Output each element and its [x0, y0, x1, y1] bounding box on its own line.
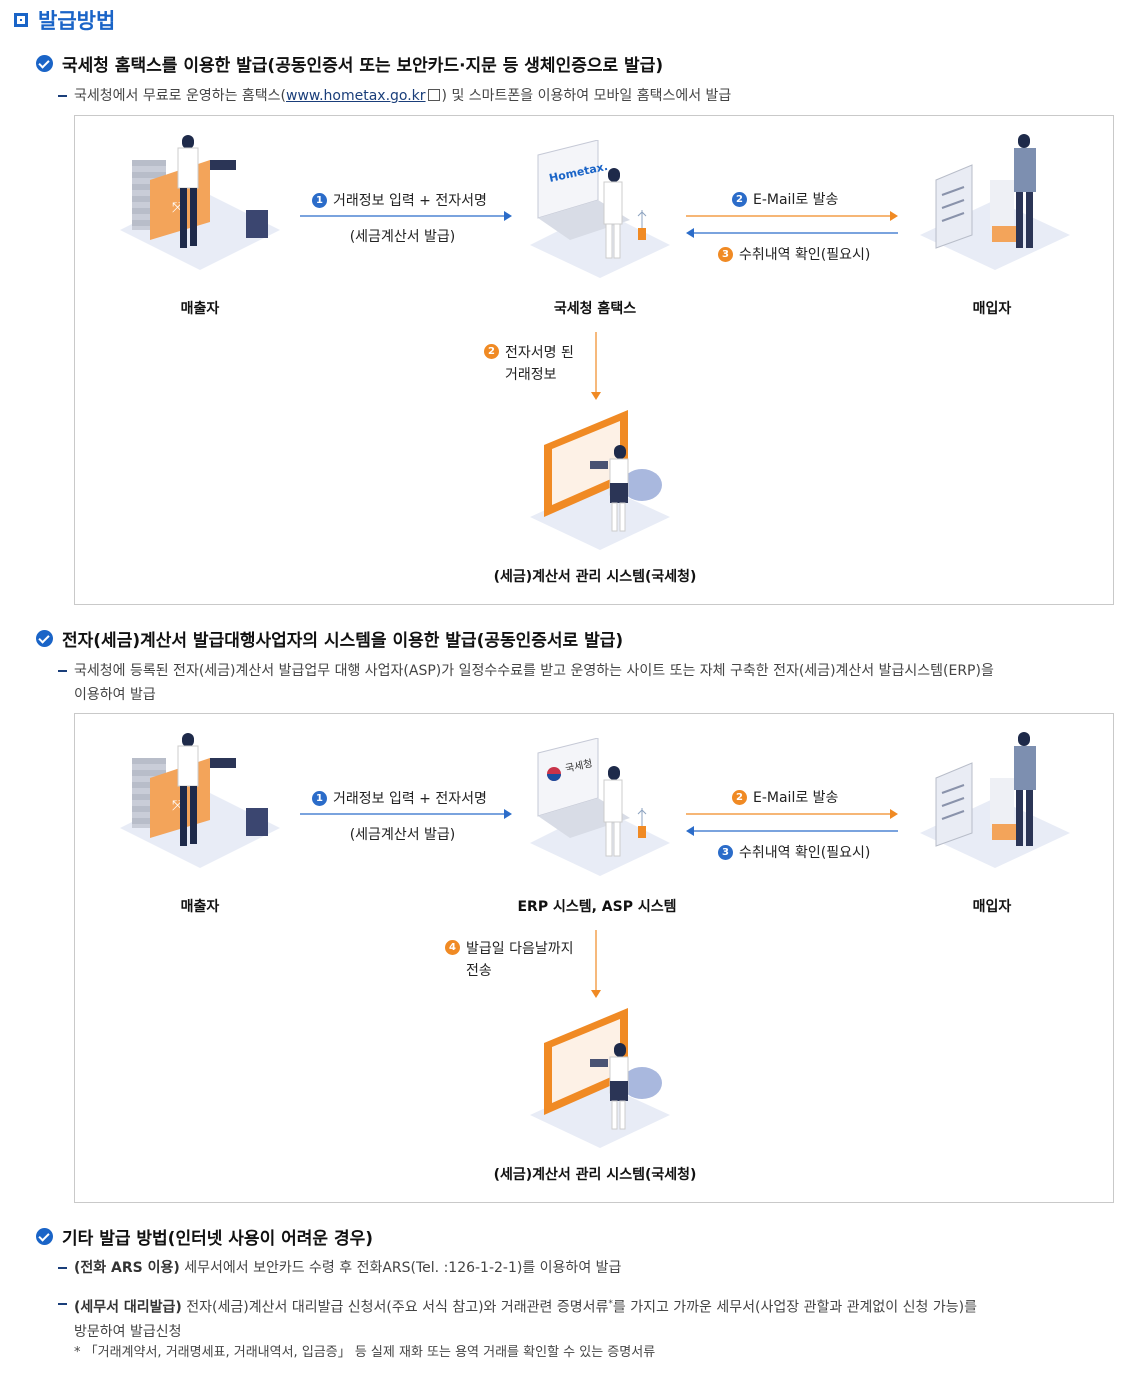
arrow-right-blue — [300, 211, 512, 221]
step-number-2-icon: 2 — [484, 344, 499, 359]
hometax-link[interactable]: www.hometax.go.kr — [286, 88, 426, 104]
step-number-2-icon: 2 — [732, 191, 747, 207]
external-link-icon[interactable] — [427, 89, 440, 101]
center-label: 국세청 홈택스 — [553, 301, 637, 317]
step3-label: 3 수취내역 확인(필요시) — [718, 244, 870, 264]
footnote: * 「거래계약서, 거래명세표, 거래내역서, 입금증」 등 실제 재화 또는 … — [74, 1345, 656, 1360]
arrow-down-orange — [591, 930, 601, 998]
section3-title: 기타 발급 방법(인터넷 사용이 어려운 경우) — [36, 1224, 373, 1249]
system-illustration — [530, 410, 670, 550]
step-number-2-icon: 2 — [732, 789, 747, 805]
step-number-3-icon: 3 — [718, 246, 733, 262]
step2-right-label: 2 E-Mail로 발송 — [732, 787, 838, 807]
buyer-illustration — [920, 732, 1070, 868]
dash-bullet-icon — [58, 1267, 67, 1269]
erp-screen-text: 국세청 — [564, 757, 594, 774]
system-illustration — [530, 1008, 670, 1148]
seller-label: 매출자 — [180, 899, 220, 915]
section1-desc: 국세청에서 무료로 운영하는 홈택스(www.hometax.go.kr) 및 … — [58, 84, 731, 108]
page-title: 발급방법 — [14, 5, 115, 35]
check-circle-icon — [36, 55, 53, 72]
arrow-right-orange — [686, 809, 898, 819]
section3-item1: (전화 ARS 이용) 세무서에서 보안카드 수령 후 전화ARS(Tel. :… — [58, 1256, 621, 1280]
system-label: (세금)계산서 관리 시스템(국세청) — [493, 1167, 697, 1183]
dash-bullet-icon — [58, 670, 67, 672]
step-number-3-icon: 3 — [718, 844, 733, 860]
svg-text:⤧: ⤧ — [172, 798, 183, 814]
buyer-label: 매입자 — [972, 899, 1012, 915]
buyer-illustration — [920, 134, 1070, 270]
seller-illustration: ⤧ — [120, 733, 280, 868]
seller-label: 매출자 — [180, 301, 220, 317]
step1-sub: (세금계산서 발급) — [349, 827, 456, 843]
step3-label: 3 수취내역 확인(필요시) — [718, 842, 870, 862]
dash-bullet-icon — [58, 1303, 67, 1305]
svg-text:⤧: ⤧ — [172, 200, 183, 216]
check-circle-icon — [36, 630, 53, 647]
section1-title: 국세청 홈택스를 이용한 발급(공동인증서 또는 보안카드·지문 등 생체인증으… — [36, 51, 663, 76]
arrow-left-blue — [686, 826, 898, 836]
step1-sub: (세금계산서 발급) — [349, 229, 456, 245]
buyer-label: 매입자 — [972, 301, 1012, 317]
step-number-1-icon: 1 — [312, 790, 327, 806]
step1-label: 1 거래정보 입력 + 전자서명 — [312, 190, 487, 210]
step1-label: 1 거래정보 입력 + 전자서명 — [312, 788, 487, 808]
step-number-4-icon: 4 — [445, 940, 460, 955]
erp-illustration: 국세청 — [530, 738, 670, 876]
section2-title: 전자(세금)계산서 발급대행사업자의 시스템을 이용한 발급(공동인증서로 발급… — [36, 626, 623, 651]
section3-item2: (세무서 대리발급) 전자(세금)계산서 대리발급 신청서(주요 서식 참고)와… — [58, 1292, 1114, 1344]
system-label: (세금)계산서 관리 시스템(국세청) — [493, 569, 697, 585]
seller-illustration: ⤧ — [120, 135, 280, 270]
step2-right-label: 2 E-Mail로 발송 — [732, 189, 838, 209]
arrow-right-blue — [300, 809, 512, 819]
arrow-left-blue — [686, 228, 898, 238]
diagram1-box — [74, 115, 1114, 605]
step-number-1-icon: 1 — [312, 192, 327, 208]
diagram2-box — [74, 713, 1114, 1203]
arrow-down-orange — [591, 332, 601, 400]
square-icon — [14, 13, 28, 27]
section2-desc: 국세청에 등록된 전자(세금)계산서 발급업무 대행 사업자(ASP)가 일정수… — [58, 659, 1104, 707]
check-circle-icon — [36, 1228, 53, 1245]
dash-bullet-icon — [58, 95, 67, 97]
center-label: ERP 시스템, ASP 시스템 — [517, 899, 677, 915]
arrow-right-orange — [686, 211, 898, 221]
hometax-illustration: Hometax. — [530, 140, 670, 278]
